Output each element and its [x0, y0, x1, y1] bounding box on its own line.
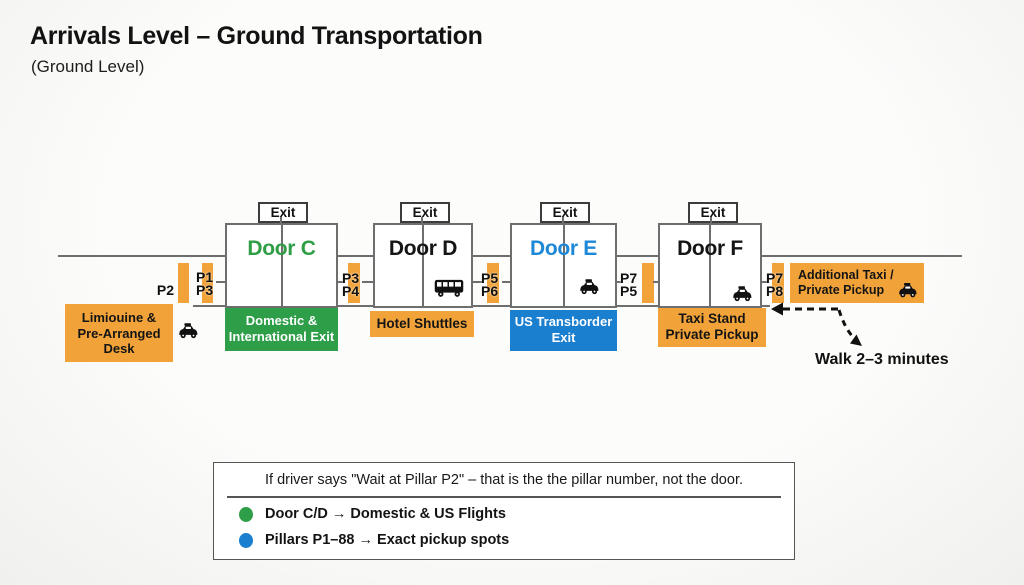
- tick-p1p3-doorc: [216, 281, 225, 283]
- exit-connector-c: [280, 217, 282, 224]
- pillar-label-bottom: P8: [766, 283, 784, 299]
- curbside-lower-line: [193, 305, 770, 307]
- exit-connector-f: [710, 217, 712, 224]
- pillar-label-p7-p5: P7 P5: [620, 270, 638, 299]
- limo-line2: Pre-Arranged: [77, 325, 161, 341]
- pillar-label-top: P1: [196, 269, 214, 285]
- door-c-box: Door C: [225, 223, 338, 308]
- domestic-line2: International Exit: [228, 329, 335, 344]
- pillar-label-bottom: P5: [620, 283, 638, 299]
- page-title: Arrivals Level – Ground Transportation: [30, 22, 483, 50]
- us-transborder-exit-box: US Transborder Exit: [510, 310, 617, 351]
- additional-line2: Private Pickup: [798, 283, 885, 297]
- tick-doord-p5p6: [472, 281, 482, 283]
- door-d-label: Door D: [388, 237, 458, 260]
- pillar-label-top: P7: [766, 270, 784, 286]
- exit-label: Exit: [412, 205, 438, 220]
- legend-divider: [227, 496, 781, 498]
- bus-icon: [434, 279, 464, 297]
- exit-label: Exit: [270, 205, 296, 220]
- door-c-divider-line: [280, 225, 283, 306]
- taxi-icon: [179, 323, 198, 339]
- hotel-label: Hotel Shuttles: [376, 316, 468, 331]
- legend-row-pillars: Pillars P1–88 → Exact pickup spots: [239, 532, 509, 548]
- limo-line1: Limiouine &: [81, 310, 157, 325]
- pillar-label-top: P5: [481, 270, 499, 286]
- legend-row-doors: Door C/D → Domestic & US Flights: [239, 506, 506, 522]
- limousine-prearranged-desk-box: Limiouine & Pre-Arranged Desk: [65, 304, 173, 362]
- additional-taxi-private-pickup-box: Additional Taxi / Private Pickup: [790, 263, 924, 303]
- exit-sign-door-e: Exit: [540, 202, 590, 223]
- domestic-international-exit-box: Domestic & International Exit: [225, 308, 338, 351]
- legend-box: If driver says "Wait at Pillar P2" – tha…: [213, 462, 795, 560]
- pillar-label-p5-p6: P5 P6: [481, 270, 499, 299]
- pillar-bar-p1-p3: [202, 263, 213, 303]
- pillar-label-p3-p4: P3 P4: [342, 270, 360, 299]
- legend-item-doors: Door C/D → Domestic & US Flights: [265, 506, 506, 522]
- domestic-line1: Domestic &: [245, 313, 318, 328]
- taxi-icon: [899, 283, 917, 298]
- exit-sign-door-f: Exit: [688, 202, 738, 223]
- pillar-label-p2: P2: [156, 282, 174, 298]
- pillar-bar-p7-p8: [772, 263, 784, 303]
- pillar-bar-p5-p6: [487, 263, 499, 303]
- pillar-label-bottom: P6: [481, 283, 499, 299]
- legend-item-pillars: Pillars P1–88 → Exact pickup spots: [265, 532, 510, 548]
- tick-p5p6-doore: [502, 281, 510, 283]
- exit-sign-door-c: Exit: [258, 202, 308, 223]
- taxistand-line1: Taxi Stand: [678, 311, 746, 326]
- arrowhead-left: [771, 302, 783, 316]
- pillar-label-bottom: P4: [342, 283, 360, 299]
- taxi-icon: [580, 279, 599, 295]
- pillar-label-bottom: P3: [196, 282, 214, 298]
- limo-line3: Desk: [103, 341, 135, 356]
- exit-connector-e: [562, 217, 564, 224]
- exit-label: Exit: [552, 205, 578, 220]
- tick-doorc-p3p4: [338, 281, 344, 283]
- pillar-label-top: P3: [342, 270, 360, 286]
- exit-connector-d: [421, 217, 423, 224]
- pillar-label-p7-p8: P7 P8: [766, 270, 784, 299]
- arrowhead-down: [850, 334, 862, 346]
- transborder-line1: US Transborder: [514, 314, 613, 329]
- transborder-line2: Exit: [551, 330, 576, 345]
- pillar-bar-p7-p5: [642, 263, 654, 303]
- door-f-label: Door F: [677, 237, 743, 260]
- hotel-shuttles-box: Hotel Shuttles: [370, 311, 474, 337]
- door-f-divider-line: [709, 225, 711, 306]
- door-e-divider-line: [562, 225, 565, 306]
- legend-note: If driver says "Wait at Pillar P2" – tha…: [264, 472, 743, 488]
- door-d-divider-line: [422, 225, 424, 306]
- door-e-label: Door E: [529, 237, 598, 260]
- walk-note: Walk 2–3 minutes: [815, 351, 949, 368]
- blue-dot-icon: [239, 532, 253, 548]
- pillar-bar-p2: [178, 263, 189, 303]
- dashed-arrow-curve: [837, 309, 856, 340]
- pillar-label-p1-p3: P1 P3: [196, 269, 214, 298]
- tick-doorf-p7p8: [762, 281, 767, 283]
- door-c-label: Door C: [247, 237, 316, 260]
- exit-sign-door-d: Exit: [400, 202, 450, 223]
- door-e-box: Door E: [510, 223, 617, 308]
- green-dot-icon: [239, 506, 253, 522]
- tick-p7p5-doorf: [653, 281, 658, 283]
- pillar-label-top: P7: [620, 270, 638, 286]
- taxi-icon: [733, 286, 752, 302]
- additional-line1: Additional Taxi /: [798, 268, 894, 282]
- exit-label: Exit: [700, 205, 726, 220]
- taxistand-line2: Private Pickup: [665, 327, 759, 342]
- pillar-bar-p3-p4: [348, 263, 360, 303]
- tick-doore-p7p5: [617, 281, 621, 283]
- taxi-stand-private-pickup-box: Taxi Stand Private Pickup: [658, 308, 766, 347]
- page-subtitle: (Ground Level): [31, 57, 145, 76]
- tick-p3p4-doord: [362, 281, 373, 283]
